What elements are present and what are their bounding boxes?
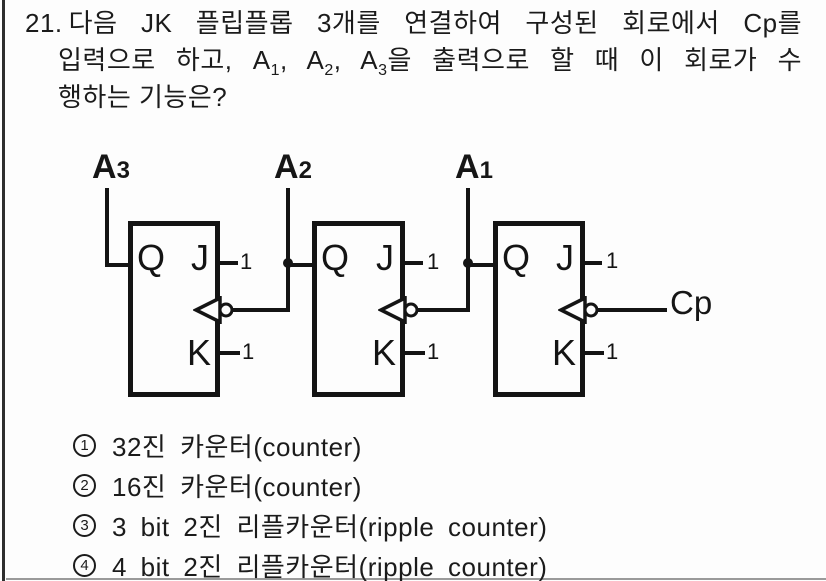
k-const-value: 1	[242, 339, 255, 364]
question-line-1: 21.다음 JK 플립플롭 3개를 연결하여 구성된 회로에서 Cp를	[25, 5, 802, 42]
q-pin-label: Q	[137, 237, 166, 278]
j-pin-label: J	[191, 237, 209, 278]
output-label-a3: A3	[92, 148, 130, 186]
wire-clock-a3-jog	[286, 263, 290, 312]
wire-clock-a3	[232, 308, 290, 312]
question-number: 21.	[25, 8, 63, 38]
bottom-edge-line	[6, 578, 826, 580]
wire-j-const	[403, 261, 423, 265]
option-3-circled-number: 3	[73, 513, 96, 537]
clock-edge-trigger-icon	[378, 296, 418, 324]
comma: ,	[279, 45, 307, 75]
option-1-label: 32진 카운터(counter)	[112, 431, 362, 462]
option-3-label: 3 bit 2진 리플카운터(ripple counter)	[112, 511, 548, 542]
option-4: 4 4 bit 2진 리플카운터(ripple counter)	[73, 551, 547, 581]
k-pin-label: K	[186, 332, 211, 373]
option-4-label: 4 bit 2진 리플카운터(ripple counter)	[112, 551, 548, 581]
jk-flipflop-a3: Q J K	[128, 221, 220, 397]
signal-a1-ref: A1	[252, 45, 280, 80]
wire-a3-to-q	[105, 263, 130, 267]
cp-input-label: Cp	[670, 284, 713, 321]
wire-clock-a2	[417, 308, 470, 312]
j-pin-label: J	[556, 237, 574, 278]
wire-k-const	[583, 351, 604, 355]
wire-a2-vertical	[286, 188, 290, 265]
wire-clock-a2-jog	[466, 263, 470, 312]
output-label-a1: A1	[455, 148, 493, 186]
wire-a3-vertical	[105, 188, 109, 267]
option-3: 3 3 bit 2진 리플카운터(ripple counter)	[73, 511, 547, 542]
wire-j-const	[218, 261, 238, 265]
wire-cp-input	[597, 308, 667, 312]
wire-a2-to-q	[288, 263, 314, 267]
option-2: 2 16진 카운터(counter)	[73, 471, 362, 502]
wire-a1-vertical	[466, 188, 470, 265]
wire-a1-to-q	[468, 263, 493, 267]
k-pin-label: K	[371, 332, 396, 373]
k-pin-label: K	[551, 332, 576, 373]
q-pin-label: Q	[502, 237, 531, 278]
option-2-label: 16진 카운터(counter)	[112, 471, 362, 502]
j-const-value: 1	[606, 248, 619, 273]
signal-a3-ref: A3	[360, 45, 388, 80]
q-pin-label: Q	[321, 237, 350, 278]
left-border-line	[2, 0, 5, 581]
wire-j-const	[583, 261, 602, 265]
j-const-value: 1	[427, 249, 440, 274]
question-line-1-text: 다음 JK 플립플롭 3개를 연결하여 구성된 회로에서 Cp를	[68, 8, 802, 38]
option-1: 1 32진 카운터(counter)	[73, 431, 362, 462]
question-line-2: 입력으로 하고, A1, A2, A3을 출력으로 할 때 이 회로가 수	[58, 42, 802, 79]
j-const-value: 1	[240, 249, 253, 274]
k-const-value: 1	[427, 339, 440, 364]
j-pin-label: J	[376, 237, 394, 278]
signal-a2-ref: A2	[306, 45, 334, 80]
comma: ,	[333, 45, 361, 75]
question-line-2-seg1: 입력으로 하고,	[58, 45, 253, 75]
k-const-value: 1	[606, 339, 619, 364]
clock-edge-trigger-icon	[558, 296, 598, 324]
wire-k-const	[403, 351, 425, 355]
output-label-a2: A2	[274, 148, 312, 186]
question-block: 21.다음 JK 플립플롭 3개를 연결하여 구성된 회로에서 Cp를 입력으로…	[25, 5, 802, 116]
question-line-3: 행하는 기능은?	[58, 82, 228, 112]
option-2-circled-number: 2	[73, 473, 96, 497]
clock-edge-trigger-icon	[193, 296, 233, 324]
option-1-circled-number: 1	[73, 433, 96, 457]
option-4-circled-number: 4	[73, 553, 96, 577]
wire-k-const	[218, 351, 240, 355]
question-line-2-seg2: 을 출력으로 할 때 이 회로가 수	[387, 45, 802, 75]
